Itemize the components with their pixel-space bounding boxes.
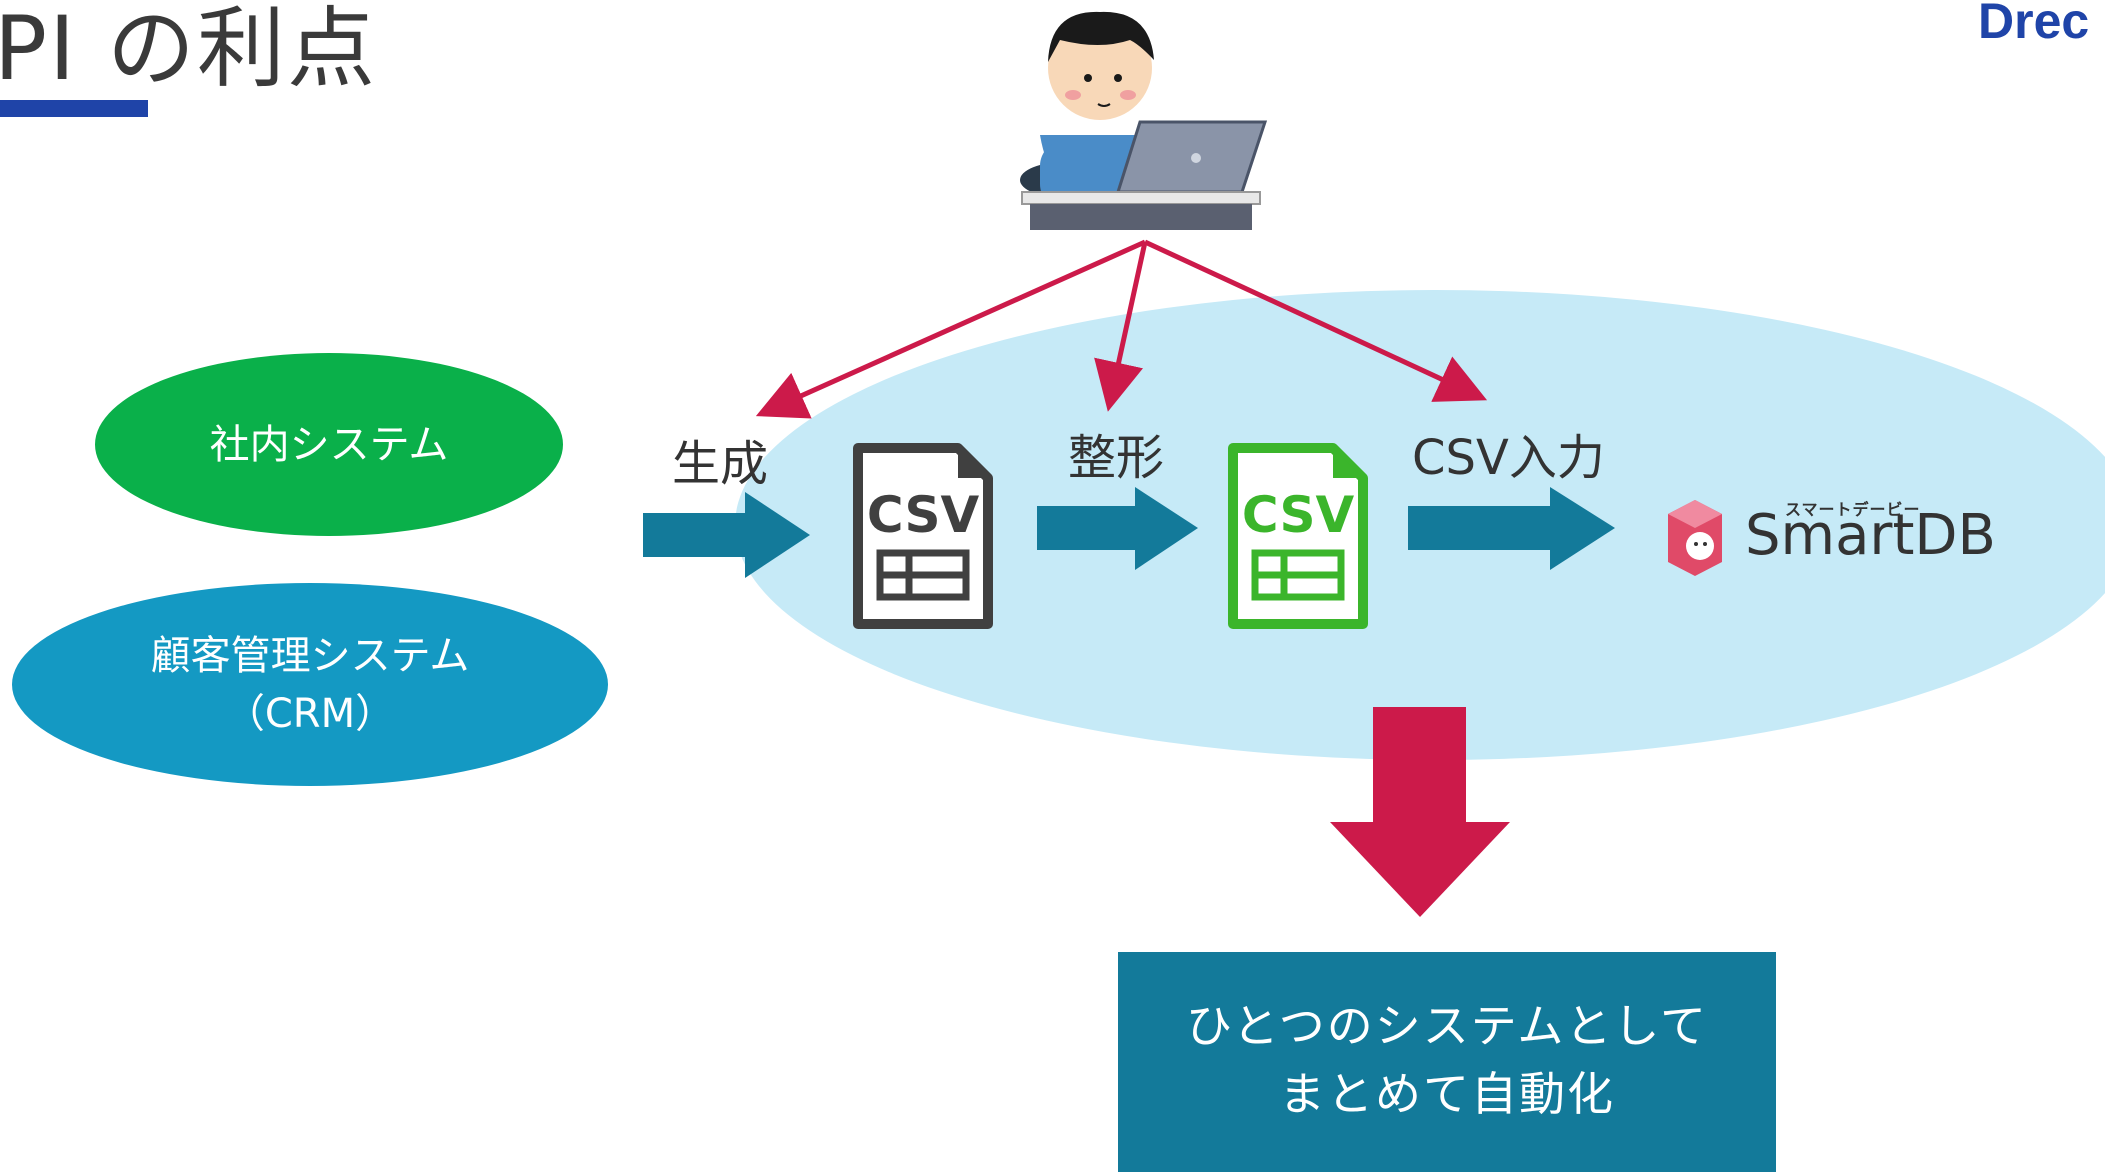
crm-system-label: 顧客管理システム xyxy=(150,632,470,679)
step-label-csv-input: CSV入力 xyxy=(1412,430,1605,486)
page-title: PI の利点 xyxy=(0,0,377,100)
smartdb-logo-icon xyxy=(1668,500,1722,576)
red-distribution-arrows xyxy=(755,239,1488,419)
smartdb-kana: スマートデービー xyxy=(1785,500,1921,519)
smartdb-name: SmartDB xyxy=(1745,503,1996,568)
result-line-2: まとめて自動化 xyxy=(1279,1067,1615,1121)
result-box: ひとつのシステムとして まとめて自動化 xyxy=(1118,952,1776,1172)
crm-system-abbrev: （CRM） xyxy=(224,690,396,737)
formatted-csv-text: CSV xyxy=(1242,486,1355,544)
internal-system-node: 社内システム xyxy=(95,353,563,536)
flow-arrow-generate xyxy=(643,492,810,578)
step-label-format: 整形 xyxy=(1068,430,1165,486)
red-down-arrow xyxy=(1330,707,1510,917)
csv-file-green-icon: CSV xyxy=(1228,443,1368,629)
title-underline xyxy=(0,100,148,117)
internal-system-label: 社内システム xyxy=(209,421,449,468)
flow-arrow-csv-input xyxy=(1408,487,1615,570)
result-line-1: ひとつのシステムとして xyxy=(1185,999,1709,1053)
step-label-generate: 生成 xyxy=(672,436,769,492)
person-at-laptop-icon xyxy=(1020,11,1268,230)
raw-csv-text: CSV xyxy=(867,486,980,544)
brand-logo: Drec xyxy=(1978,0,2090,49)
flow-arrow-format xyxy=(1037,487,1198,570)
crm-system-node: 顧客管理システム （CRM） xyxy=(12,583,608,786)
csv-file-icon: CSV xyxy=(853,443,993,629)
